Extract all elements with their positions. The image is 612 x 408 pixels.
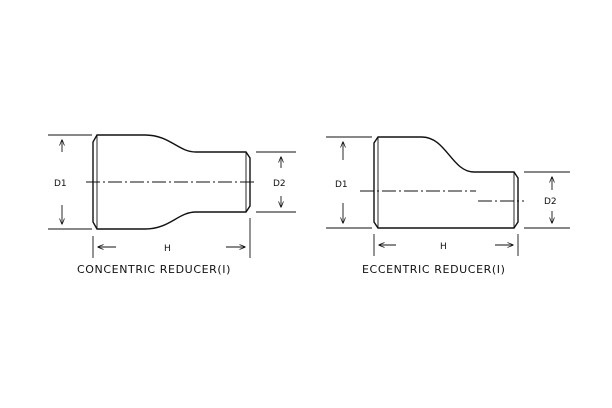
concentric-h-label: H (164, 244, 171, 254)
concentric-caption: CONCENTRIC REDUCER(Ⅰ) (77, 263, 231, 276)
concentric-reducer: D1 D2 H CONCENTRIC REDUCER(Ⅰ) (48, 134, 296, 276)
eccentric-body-outline (373, 136, 519, 229)
eccentric-caption: ECCENTRIC REDUCER(Ⅰ) (362, 263, 506, 276)
eccentric-d2-label: D2 (544, 197, 557, 207)
concentric-d2-label: D2 (273, 179, 286, 189)
eccentric-h-label: H (440, 242, 447, 252)
concentric-d1-label: D1 (54, 179, 67, 189)
eccentric-d1-label: D1 (335, 180, 348, 190)
eccentric-reducer: D1 D2 H ECCENTRIC REDUCER(Ⅰ) (326, 136, 570, 276)
